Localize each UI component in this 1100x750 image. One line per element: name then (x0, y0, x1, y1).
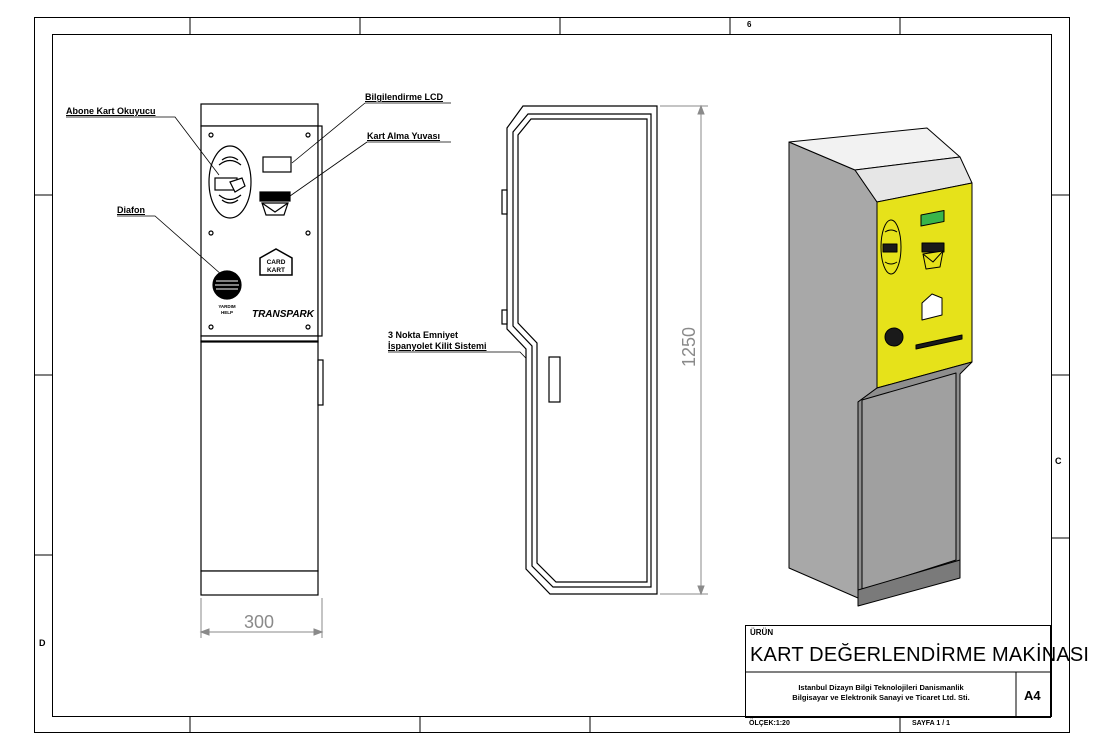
zone-label-6: 6 (747, 20, 752, 29)
iso-rfid-waves-icon (884, 229, 898, 265)
front-view (200, 103, 324, 596)
company-line1: Istanbul Dizayn Bilgi Teknolojileri Dani… (798, 683, 964, 692)
card-reader-label: Abone Kart Okuyucu (66, 106, 156, 116)
product-title: KART DEĞERLENDİRME MAKİNASI (750, 644, 1090, 666)
iso-card-insert-icon (882, 243, 898, 253)
screw-icon (208, 230, 214, 236)
brand-text: TRANSPARK (252, 309, 315, 320)
zone-label-d: D (39, 638, 46, 648)
front-handle-side (317, 359, 324, 406)
intercom-label: Diafon (117, 205, 145, 215)
front-lower-body (200, 335, 319, 572)
iso-envelope-icon (922, 250, 944, 263)
card-logo-line1: CARD (267, 259, 286, 266)
screw-icon (305, 230, 311, 236)
sheet-text: SAYFA 1 / 1 (912, 720, 951, 727)
iso-tray-icon (922, 250, 944, 270)
product-label: ÜRÜN (750, 628, 774, 637)
side-inner-outline-2 (517, 118, 648, 583)
screw-icon (305, 132, 311, 138)
iso-card-logo-icon (921, 293, 943, 321)
side-view (501, 105, 658, 595)
side-inner-outline (512, 113, 652, 588)
company-name: Istanbul Dizayn Bilgi Teknolojileri Dani… (750, 683, 1012, 703)
iso-lcd-icon (920, 210, 945, 227)
side-outline (506, 105, 658, 595)
front-base (200, 570, 319, 596)
card-slot-label: Kart Alma Yuvası (367, 131, 441, 141)
callout-leaders (66, 102, 550, 383)
title-block (745, 625, 1051, 733)
height-dimension-value: 1250 (679, 326, 699, 367)
card-slot-icon (259, 191, 291, 202)
rfid-waves-icon (218, 156, 242, 204)
iso-card-slot-icon (921, 242, 945, 253)
front-side-strip-right (317, 125, 323, 337)
company-line2: Bilgisayar ve Elektronik Sanayi ve Ticar… (792, 693, 970, 702)
hand-icon (229, 177, 246, 193)
card-logo-line2: KART (267, 267, 285, 274)
card-slot-tray-icon (261, 202, 289, 216)
front-lower-inner-edge (200, 340, 319, 343)
side-lock-handle (548, 356, 561, 403)
lcd-icon (262, 156, 292, 173)
intercom-grill-icon (215, 280, 239, 290)
side-hinge-top (501, 189, 508, 215)
iso-view (788, 127, 973, 607)
iso-intercom-icon (884, 327, 904, 347)
envelope-icon (261, 202, 289, 213)
iso-brand-icon (915, 334, 963, 350)
lock-label-line1: 3 Nokta Emniyet (388, 330, 459, 340)
width-dimension-value: 300 (244, 612, 275, 632)
sheet-frame (34, 17, 1070, 733)
iso-front-panel (876, 182, 973, 389)
screw-icon (305, 324, 311, 330)
height-dimension (660, 104, 708, 596)
width-dimension (199, 598, 324, 638)
lock-label-line2: İspanyolet Kilit Sistemi (388, 341, 487, 351)
side-hinge-bottom (501, 309, 508, 325)
help-line1: YARDIM (218, 304, 236, 309)
iso-base (857, 559, 961, 607)
zone-label-c: C (1055, 456, 1062, 466)
help-line2: HELP (221, 310, 233, 315)
card-kart-logo-icon (259, 248, 293, 276)
iso-lower-front-face (861, 372, 957, 591)
scale-text: ÖLÇEK:1:20 (749, 720, 790, 727)
paper-size: A4 (1024, 688, 1041, 703)
screw-icon (208, 324, 214, 330)
screw-icon (208, 132, 214, 138)
front-top-cap (200, 103, 319, 127)
lcd-label: Bilgilendirme LCD (365, 92, 444, 102)
